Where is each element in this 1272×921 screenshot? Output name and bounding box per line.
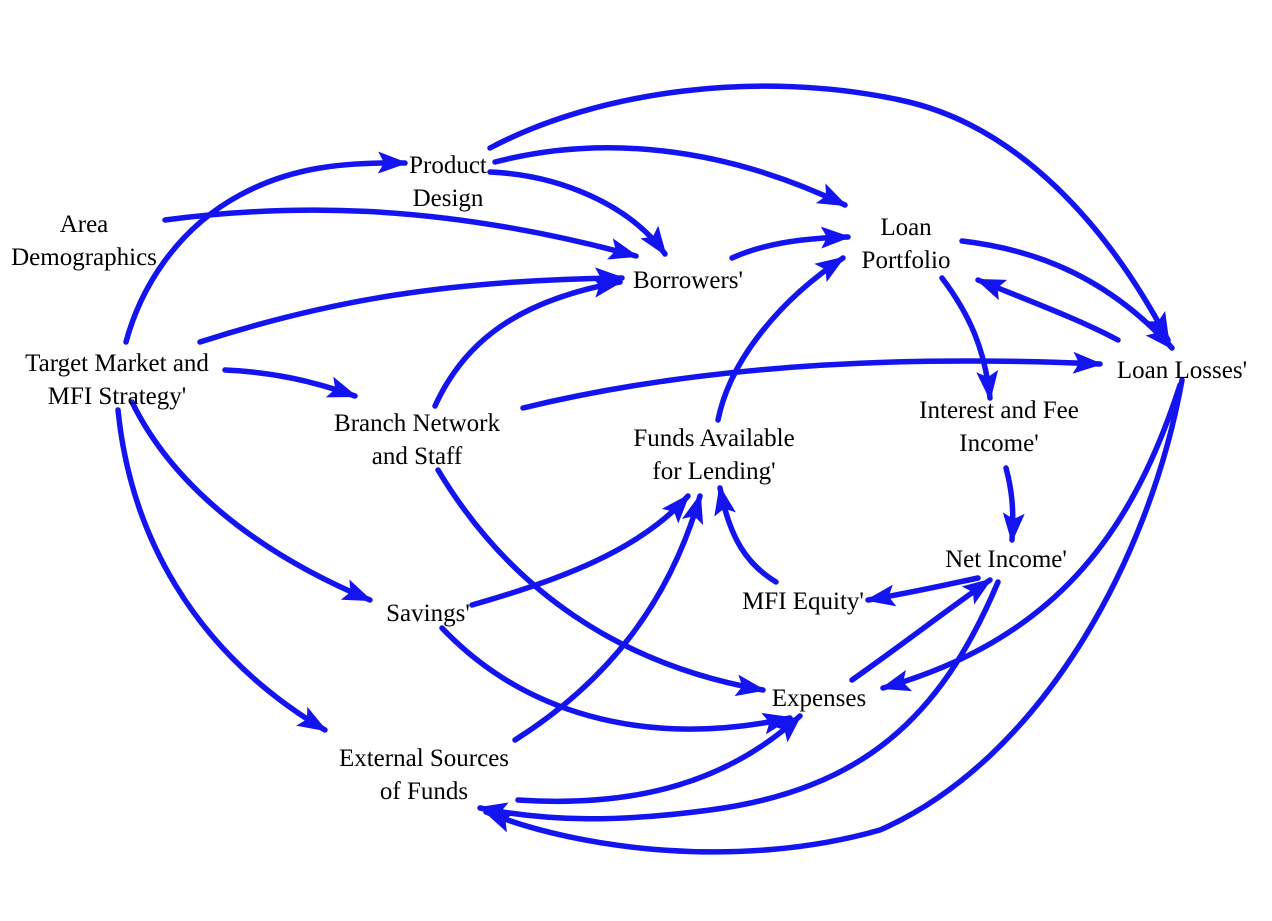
node-net-income-line-1: Net Income' [945,546,1067,573]
arrow-net_income-to-mfi_equity [865,575,981,607]
node-loan-portfolio-line-1: Loan [880,214,932,241]
arrow-external_sources-to-funds_available [512,493,704,743]
arrow-target_market-to-borrowers [197,267,625,345]
node-savings: Savings' [386,597,470,630]
arrow-external_sources-to-expenses [515,713,803,805]
node-external-sources-line-1: External Sources [338,745,510,772]
node-funds-available-line-1: Funds Available [633,425,795,452]
arrow-expenses-to-net_income [849,577,993,683]
node-target-market: Target Market and MFI Strategy' [25,347,209,413]
node-target-market-line-2: MFI Strategy' [47,383,187,410]
node-borrowers-line-1: Borrowers' [632,267,744,294]
arrow-target_market-to-savings [129,399,373,603]
arrow-funds_available-to-loan_portfolio [715,255,846,423]
node-target-market-line-1: Target Market and [25,350,209,377]
node-interest-fee-income: Interest and Fee Income' [919,394,1079,460]
node-loan-portfolio: Loan Portfolio [862,211,951,277]
arrow-area_demographics-to-borrowers [162,207,639,260]
node-branch-network: Branch Network and Staff [334,407,500,473]
arrow-product_design-to-loan_portfolio [492,145,848,208]
node-savings-line-1: Savings' [386,600,470,627]
node-product-design: Product Design [409,149,487,215]
node-product-design-line-1: Product [409,152,487,179]
arrow-loan_portfolio-to-interest_fee_income [939,275,999,401]
node-area-demographics: Area Demographics [11,208,157,274]
arrow-branch_network-to-expenses [435,467,766,697]
arrow-loan_losses-to-expenses [880,382,1183,692]
node-expenses-line-1: Expenses [771,685,867,712]
node-net-income: Net Income' [945,543,1067,576]
node-loan-losses: Loan Losses' [1117,354,1247,387]
arrow-interest_fee_income-to-net_income [1002,465,1025,543]
arrow-loan_losses-to-loan_portfolio [975,277,1121,343]
node-borrowers: Borrowers' [633,264,743,297]
node-branch-network-line-1: Branch Network [334,410,500,437]
node-loan-losses-line-1: Loan Losses' [1116,357,1248,384]
node-interest-fee-income-line-2: Income' [959,430,1039,457]
arrow-branch_network-to-loan_losses [520,351,1103,411]
node-area-demographics-line-2: Demographics [11,244,157,271]
arrow-target_market-to-product_design [123,151,408,345]
arrow-savings-to-expenses [439,625,793,735]
node-external-sources-line-2: of Funds [379,778,469,805]
node-branch-network-line-2: and Staff [371,443,463,470]
node-expenses: Expenses [772,682,866,715]
arrow-savings-to-funds_available [469,493,691,608]
arrow-target_market-to-branch_network [222,367,358,399]
node-product-design-line-2: Design [412,185,484,212]
node-mfi-equity-line-1: MFI Equity' [742,588,864,615]
node-funds-available: Funds Available for Lending' [633,422,794,488]
arrow-loan_losses-to-external_sources [483,377,1185,855]
arrow-mfi_equity-to-funds_available [714,485,779,585]
node-external-sources: External Sources of Funds [339,742,509,808]
arrow-net_income-to-external_sources [477,579,1001,825]
arrow-product_design-to-loan_losses [487,83,1171,343]
node-loan-portfolio-line-2: Portfolio [861,247,951,274]
node-interest-fee-income-line-1: Interest and Fee [919,397,1079,424]
arrow-branch_network-to-borrowers [432,275,623,409]
node-funds-available-line-2: for Lending' [652,458,776,485]
arrow-borrowers-to-loan_portfolio [729,226,851,261]
arrow-target_market-to-external_sources [115,407,328,733]
arrow-loan_portfolio-to-loan_losses [959,238,1175,351]
arrow-product_design-to-borrowers [487,169,668,257]
node-mfi-equity: MFI Equity' [742,585,864,618]
node-area-demographics-line-1: Area [59,211,109,238]
